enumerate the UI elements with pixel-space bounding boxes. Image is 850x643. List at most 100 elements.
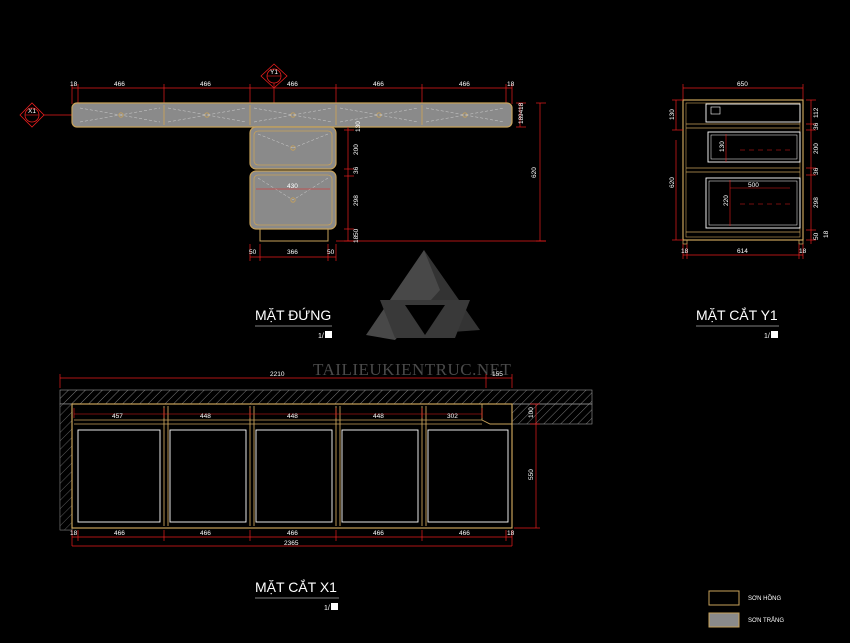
elev-top-dim-6: 18 xyxy=(507,81,515,88)
elev-top-dim-0: 18 xyxy=(70,81,78,88)
legend: SƠN HỒNG SƠN TRẮNG xyxy=(708,590,784,628)
sec-y-inner-dim-2: 220 xyxy=(723,195,730,206)
sec-y-inner-dim-1: 500 xyxy=(748,182,759,189)
sec-y-right-dim-2: 200 xyxy=(813,143,820,154)
elevation-base xyxy=(259,228,329,242)
sec-x-bottom-dim-5: 466 xyxy=(459,530,470,537)
sec-x-bottom-dim-4: 466 xyxy=(373,530,384,537)
watermark-text: TAILIEUKIENTRUC.NET xyxy=(313,360,512,379)
elev-right-dim-8: 18 xyxy=(353,235,360,243)
sec-y-right-dim-3: 36 xyxy=(813,167,820,175)
section-x1-dividers xyxy=(163,406,427,526)
elevation-right-dimension xyxy=(336,102,546,242)
elevation-drawer-2-inner xyxy=(253,174,333,226)
section-y1-top-drawer xyxy=(705,103,801,123)
drawer-2-handle xyxy=(290,197,296,203)
sec-x-bottom-dim-6: 18 xyxy=(507,530,515,537)
section-marker-x1 xyxy=(19,102,78,128)
section-x1-title: MẶT CẮT X1 xyxy=(255,578,337,595)
sec-y-bottom-dim-2: 18 xyxy=(799,248,807,255)
section-x1-wall-top xyxy=(59,389,593,405)
section-x1-drawer-boxes xyxy=(77,429,509,523)
elev-drawer-width: 430 xyxy=(287,183,298,190)
section-x1-wall-right xyxy=(511,403,593,425)
section-y1-top-dimension xyxy=(682,84,804,102)
elev-right-dim-0: 18 xyxy=(518,102,525,110)
section-x1-cabinet xyxy=(71,403,513,529)
elevation-right-dim-labels: 18 94 18 130 200 36 298 50 18 620 xyxy=(353,102,538,243)
sec-y-top-dim: 650 xyxy=(737,81,748,88)
elev-right-dim-5: 36 xyxy=(353,166,360,174)
elev-right-dim-2: 18 xyxy=(518,116,525,124)
sec-x-top-overall: 2210 xyxy=(270,371,285,378)
elev-top-dim-1: 466 xyxy=(114,81,125,88)
marker-x1-label: X1 xyxy=(28,108,36,115)
section-y1-drawer-2 xyxy=(705,177,801,229)
section-y1-bottom-dimension xyxy=(682,244,804,259)
elevation-scale: 1/ xyxy=(318,333,324,340)
section-y1-drawer-1 xyxy=(707,131,801,163)
sec-x-bottom-dim-3: 466 xyxy=(287,530,298,537)
section-x1-bottom-dimension xyxy=(71,530,513,547)
elev-bottom-dim-2: 50 xyxy=(327,249,335,256)
drawer-1-handle xyxy=(290,145,296,151)
elev-top-dim-2: 466 xyxy=(200,81,211,88)
sec-x-right-dim-0: 100 xyxy=(528,407,535,418)
sec-x-inner-dim-3: 448 xyxy=(373,413,384,420)
sec-y-inner-dim-0: 130 xyxy=(719,141,726,152)
marker-y1-label: Y1 xyxy=(270,69,278,76)
sec-x-inner-dim-1: 448 xyxy=(200,413,211,420)
sec-x-right-dim-1: 550 xyxy=(528,469,535,480)
sec-x-inner-dim-2: 448 xyxy=(287,413,298,420)
sec-x-inner-dim-4: 302 xyxy=(447,413,458,420)
drawer-1-opening-lines xyxy=(257,133,329,149)
sec-x-bottom-dim-2: 466 xyxy=(200,530,211,537)
elev-right-dim-7: 50 xyxy=(353,228,360,236)
elev-top-dim-3: 466 xyxy=(287,81,298,88)
sec-y-right-dim-0: 112 xyxy=(813,107,820,118)
elevation-drawer-1-inner xyxy=(253,130,333,166)
section-y1-right-dimension xyxy=(806,99,816,244)
section-y1-scale: 1/ xyxy=(764,333,770,340)
section-y1-title: MẶT CẮT Y1 xyxy=(696,306,778,323)
sec-x-inner-dim-0: 457 xyxy=(112,413,123,420)
sec-y-right-dim-5: 50 xyxy=(813,232,820,240)
watermark-logo xyxy=(366,250,480,340)
section-x1-scale: 1/ xyxy=(324,605,330,612)
legend-label-son-trang: SƠN TRẮNG xyxy=(748,616,784,624)
elevation-view: 18 466 466 466 466 466 18 Y1 X1 xyxy=(19,63,546,340)
elev-top-dim-5: 466 xyxy=(459,81,470,88)
sec-x-bottom-overall: 2365 xyxy=(284,540,299,547)
sec-y-bottom-dim-0: 18 xyxy=(681,248,689,255)
section-y1-inner-dimension xyxy=(725,134,790,226)
section-x1-inner-dimension xyxy=(73,408,483,418)
elev-right-dim-6: 298 xyxy=(353,195,360,206)
sec-y-right-dim-4: 298 xyxy=(813,197,820,208)
elev-right-dim-3: 130 xyxy=(355,121,362,132)
elevation-top-bar xyxy=(71,102,513,128)
sec-y-left-dim-1: 620 xyxy=(669,177,676,188)
elevation-top-bar-opening-lines xyxy=(79,107,505,123)
sec-y-bottom-dim-1: 614 xyxy=(737,248,748,255)
elev-bottom-dim-1: 366 xyxy=(287,249,298,256)
sec-y-right-dim-6: 18 xyxy=(823,230,830,238)
elev-right-dim-4: 200 xyxy=(353,144,360,155)
sec-y-right-dim-1: 36 xyxy=(813,122,820,130)
sec-y-left-dim-0: 130 xyxy=(669,109,676,120)
legend-label-son-hong: SƠN HỒNG xyxy=(748,595,781,602)
elev-bottom-dim-0: 50 xyxy=(249,249,257,256)
elevation-top-bar-handles xyxy=(118,112,468,118)
section-y1-frame xyxy=(682,99,804,241)
legend-swatch-son-hong xyxy=(708,590,740,606)
legend-swatch-son-trang xyxy=(708,612,740,628)
section-x1-top-dimension xyxy=(59,374,513,388)
section-y1-left-dimension xyxy=(672,99,683,241)
elevation-title: MẶT ĐỨNG xyxy=(255,307,331,323)
elev-right-dim-1: 94 xyxy=(518,109,525,117)
section-y1-view: 650 130 500 220 xyxy=(669,81,830,340)
section-x1-right-dimension xyxy=(514,403,540,529)
elev-top-dim-4: 466 xyxy=(373,81,384,88)
elevation-top-dimension xyxy=(71,84,513,104)
elevation-top-bar-dividers xyxy=(163,105,423,125)
